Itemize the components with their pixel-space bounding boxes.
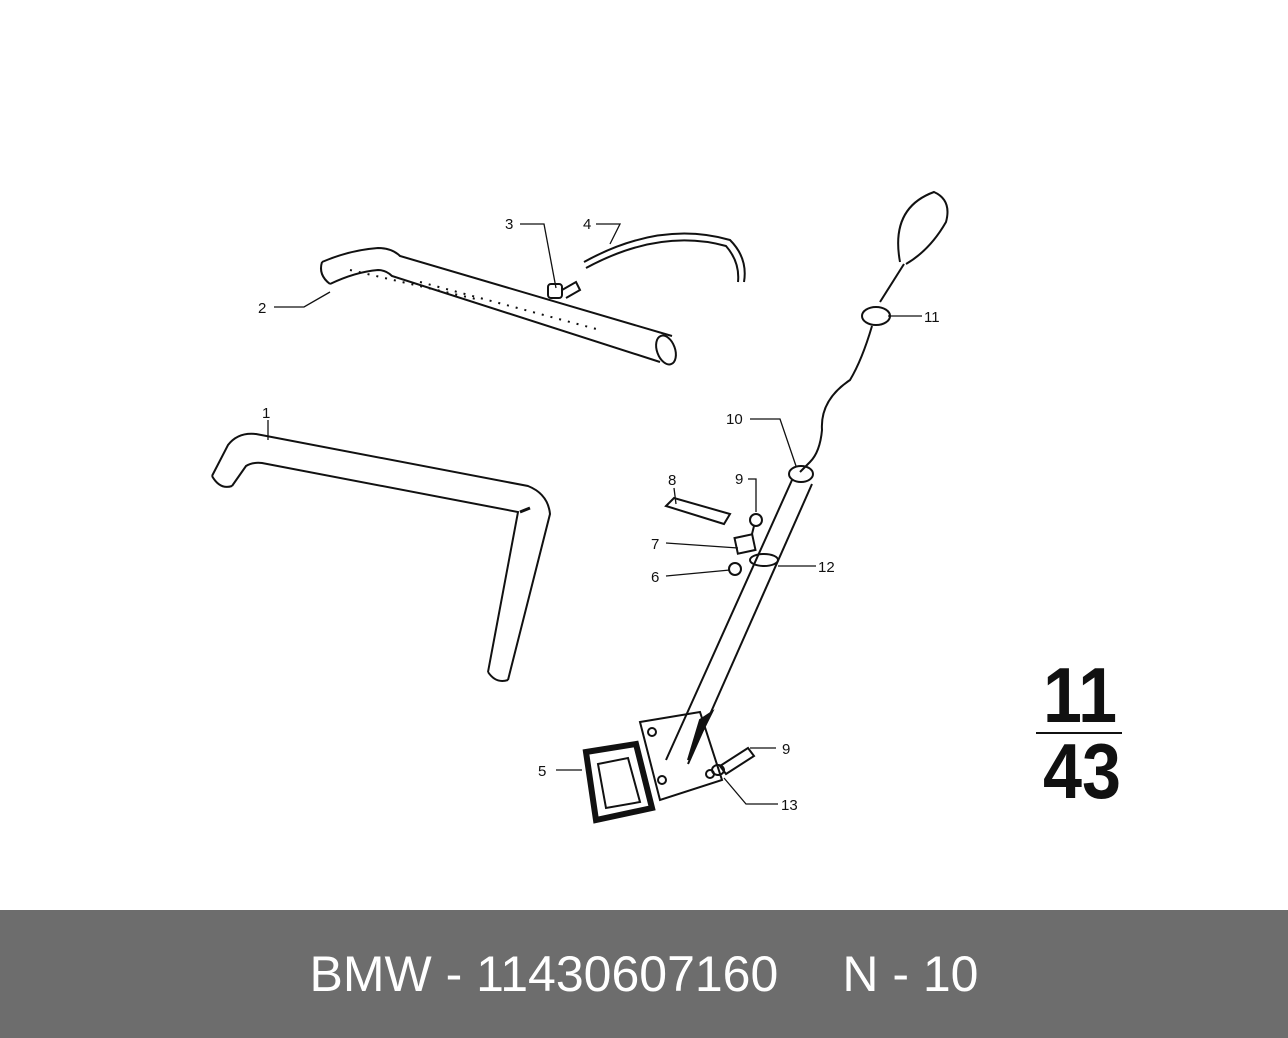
section-group: 11 bbox=[1043, 651, 1117, 739]
washer-part-13 bbox=[711, 764, 725, 776]
part-number-footer: BMW - 11430607160 N - 10 bbox=[0, 910, 1288, 1038]
part-code-text: N - 10 bbox=[842, 946, 979, 1002]
callout-9b: 9 bbox=[782, 741, 790, 758]
part-number-text: BMW - 11430607160 bbox=[309, 946, 779, 1002]
hose-part-4 bbox=[583, 232, 746, 283]
hose-part-1 bbox=[211, 432, 552, 682]
gasket-part-5 bbox=[582, 740, 656, 824]
nut-part-6 bbox=[728, 562, 742, 576]
callout-4: 4 bbox=[583, 216, 591, 233]
callout-8: 8 bbox=[668, 472, 676, 489]
parts-diagram: 1 2 3 4 5 6 7 8 9 9 10 11 12 13 11 43 bbox=[211, 190, 1122, 824]
callout-6: 6 bbox=[651, 569, 659, 586]
clamp-part-3 bbox=[547, 280, 582, 299]
callout-labels: 1 2 3 4 5 6 7 8 9 9 10 11 12 13 bbox=[258, 216, 940, 814]
bolt-part-9a bbox=[749, 513, 763, 527]
callout-13: 13 bbox=[781, 797, 798, 814]
clamp-part-12 bbox=[749, 553, 779, 567]
dipstick-assembly bbox=[582, 190, 949, 824]
callout-10: 10 bbox=[726, 411, 743, 428]
flange-plate bbox=[638, 710, 724, 802]
grommet-part-11 bbox=[861, 306, 891, 326]
callout-7: 7 bbox=[651, 536, 659, 553]
bolt-part-9b bbox=[718, 746, 756, 776]
callout-2: 2 bbox=[258, 300, 266, 317]
leader-lines bbox=[267, 223, 922, 805]
callout-5: 5 bbox=[538, 763, 546, 780]
seal-part-10 bbox=[788, 465, 814, 483]
section-number: 11 43 bbox=[1036, 651, 1122, 815]
callout-1: 1 bbox=[262, 405, 270, 422]
callout-3: 3 bbox=[505, 216, 513, 233]
callout-11: 11 bbox=[924, 309, 940, 326]
callout-9a: 9 bbox=[735, 471, 743, 488]
bracket-part-8 bbox=[664, 496, 732, 526]
clip-part-7 bbox=[733, 533, 757, 555]
section-subgroup: 43 bbox=[1043, 727, 1121, 815]
callout-12: 12 bbox=[818, 559, 835, 576]
hose-part-2 bbox=[320, 246, 677, 366]
